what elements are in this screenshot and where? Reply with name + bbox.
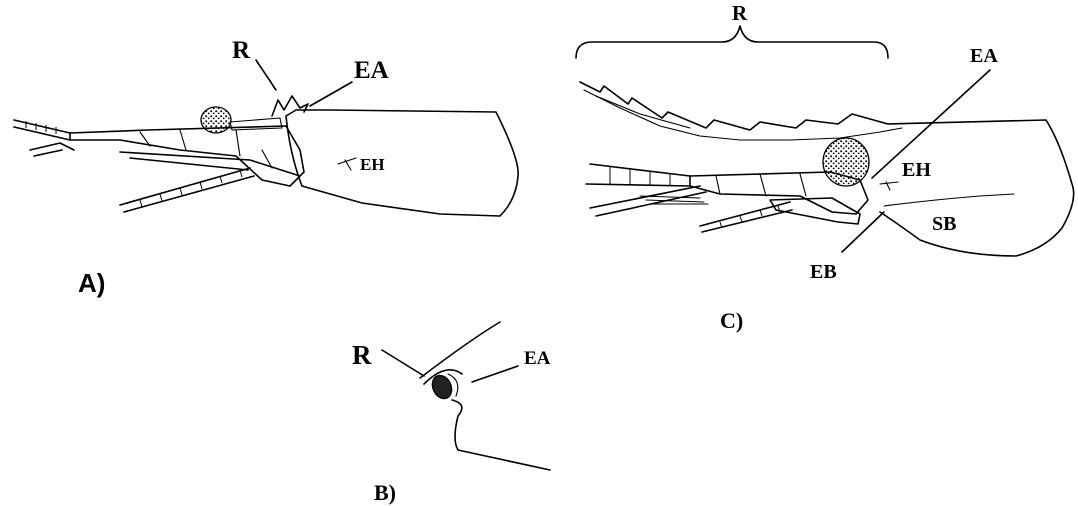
panel-c-branchiostegal-groove bbox=[884, 194, 1014, 206]
panel-a-carapace bbox=[286, 110, 518, 216]
panel-c-flagellum-1 bbox=[590, 164, 690, 176]
panel-c-rostrum bbox=[580, 82, 888, 130]
panel-a: R EA EH A) bbox=[14, 37, 518, 298]
panel-a-title: A) bbox=[78, 268, 105, 298]
panel-a-ea-leader bbox=[310, 82, 352, 106]
panel-c-sb-label: SB bbox=[932, 213, 956, 235]
panel-b: R EA B) bbox=[352, 322, 551, 505]
panel-b-r-label: R bbox=[352, 340, 372, 370]
panel-c-title: C) bbox=[720, 308, 743, 333]
panel-c-hepatic-spine bbox=[880, 182, 898, 190]
panel-c-r-label: R bbox=[732, 1, 748, 25]
panel-a-scale bbox=[120, 152, 300, 176]
panel-b-title: B) bbox=[374, 480, 396, 505]
panel-c-flagellum-2 bbox=[586, 184, 690, 186]
panel-c: R EA EH SB EB C) bbox=[576, 1, 1074, 333]
panel-a-eh-label: EH bbox=[360, 155, 385, 174]
panel-a-eyestalk bbox=[230, 118, 282, 130]
panel-b-ea-label: EA bbox=[524, 348, 551, 369]
panel-b-r-leader bbox=[382, 350, 424, 376]
panel-a-antenna bbox=[120, 168, 254, 212]
panel-a-r-label: R bbox=[232, 37, 251, 64]
panel-c-eb-leader bbox=[842, 212, 884, 252]
panel-a-r-leader bbox=[256, 60, 276, 90]
panel-c-antennal-peduncle bbox=[770, 198, 860, 224]
panel-a-hepatic-spine bbox=[338, 158, 356, 170]
panel-a-small-flagellum bbox=[30, 143, 74, 156]
panel-c-eb-label: EB bbox=[810, 261, 837, 283]
panel-c-rostrum-bracket bbox=[576, 26, 888, 58]
panel-c-eh-label: EH bbox=[902, 159, 931, 181]
panel-c-setae bbox=[640, 196, 708, 204]
panel-c-ea-label: EA bbox=[970, 45, 998, 67]
panel-c-eye bbox=[823, 138, 869, 186]
panel-b-ea-leader bbox=[472, 366, 518, 382]
panel-b-carapace-dorsal bbox=[420, 322, 500, 378]
panel-b-carapace-ventral bbox=[452, 400, 550, 470]
panel-a-antennular-flagellum bbox=[14, 120, 70, 140]
panel-a-ea-label: EA bbox=[354, 57, 389, 84]
panel-c-carapace bbox=[880, 120, 1074, 256]
